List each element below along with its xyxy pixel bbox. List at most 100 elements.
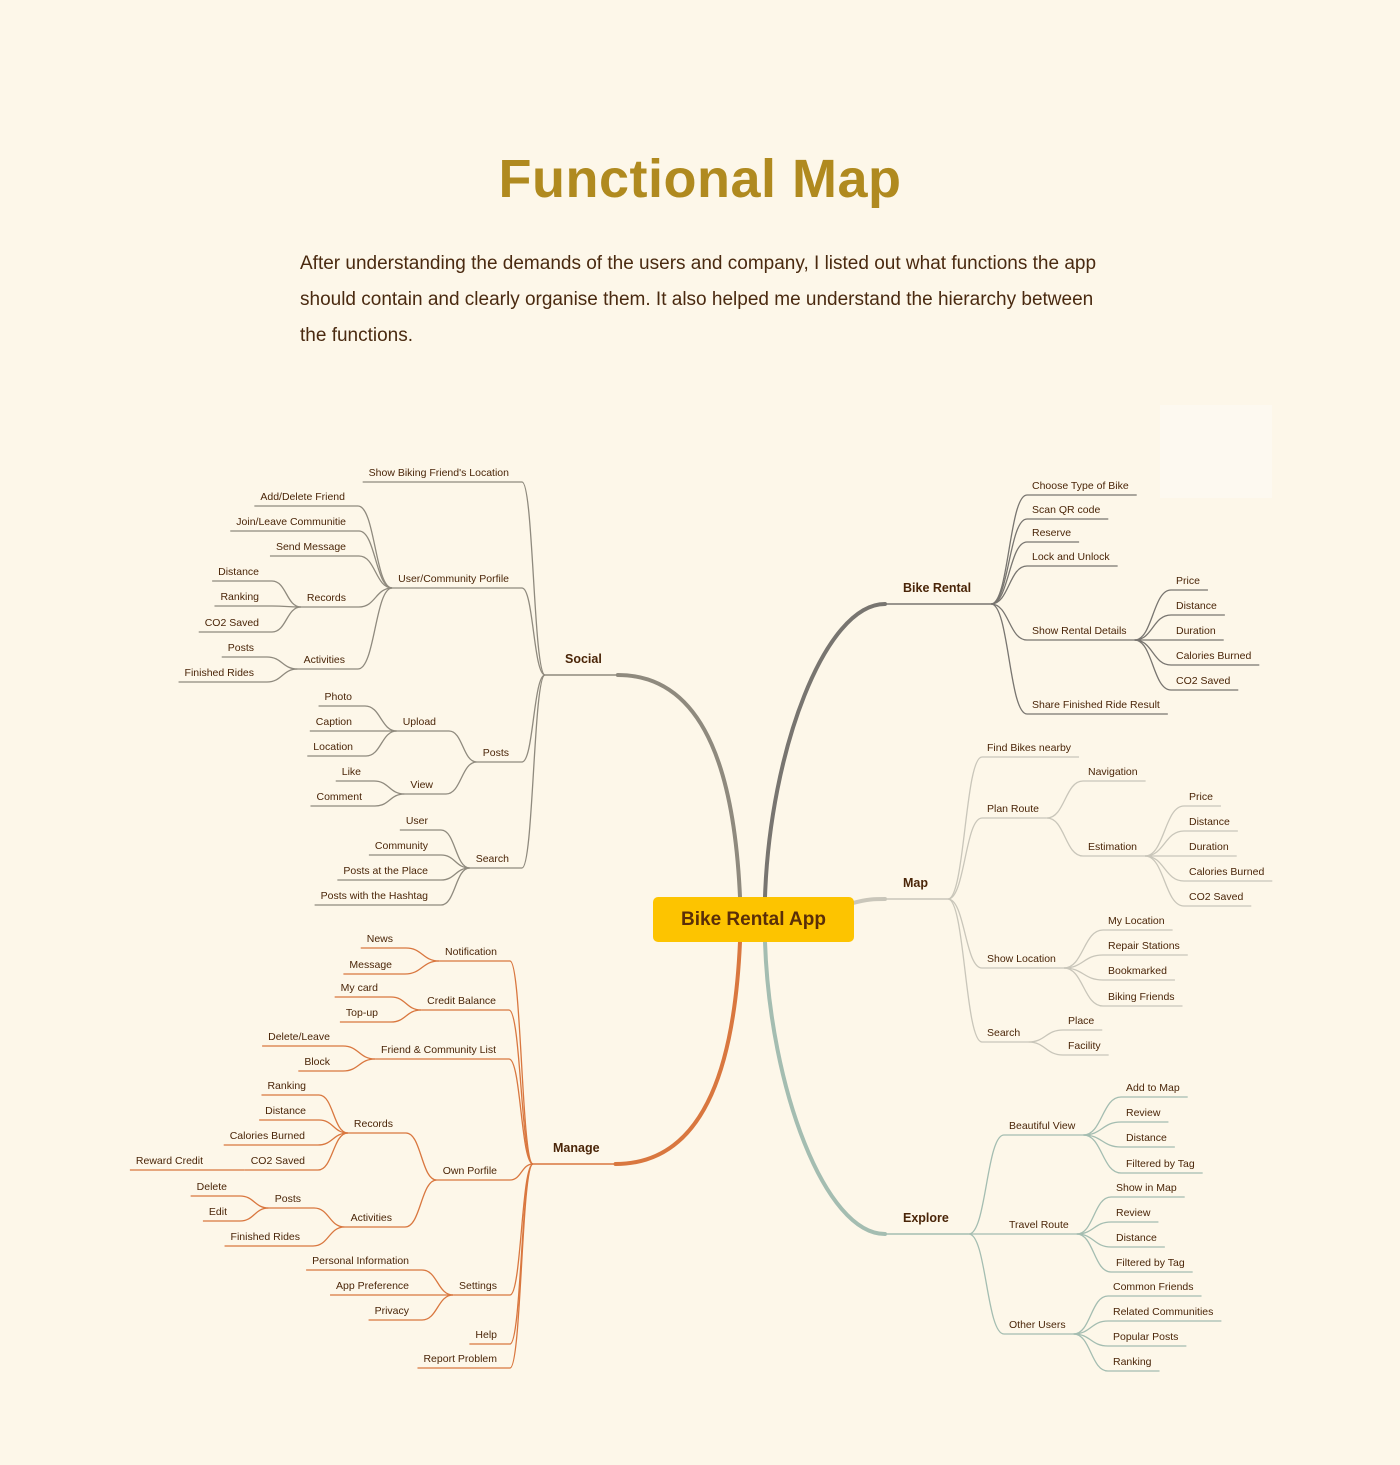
connector: [508, 1009, 534, 1165]
connector: [1134, 639, 1172, 666]
intro-paragraph: After understanding the demands of the u…: [300, 253, 1097, 346]
node-label-records: Records: [307, 592, 346, 604]
connector: [404, 960, 440, 975]
node-label-estimation: Estimation: [1088, 841, 1137, 853]
node-label-app-preference: App Preference: [336, 1280, 409, 1292]
node-label-navigation: Navigation: [1088, 766, 1138, 778]
connector: [1028, 1029, 1064, 1043]
connector: [266, 656, 298, 670]
node-label-location: Location: [313, 741, 353, 753]
node-label-upload: Upload: [403, 716, 436, 728]
connector: [1046, 780, 1084, 819]
node-label-friend-community-list: Friend & Community List: [381, 1044, 496, 1056]
connector: [521, 674, 546, 763]
connector: [405, 1132, 437, 1181]
node-label-reward-credit: Reward Credit: [136, 1155, 203, 1167]
connector: [968, 1134, 1005, 1235]
connector: [448, 730, 477, 763]
connector: [358, 530, 393, 589]
connector: [1134, 589, 1172, 641]
connector: [521, 481, 546, 676]
node-label-posts: Posts: [228, 642, 254, 654]
node-label-like: Like: [342, 766, 361, 778]
connector: [1073, 1295, 1109, 1335]
node-label-co2-saved: CO2 Saved: [1189, 891, 1243, 903]
node-label-bookmarked: Bookmarked: [1108, 965, 1167, 977]
node-label-calories-burned: Calories Burned: [230, 1130, 305, 1142]
node-label-popular-posts: Popular Posts: [1113, 1331, 1178, 1343]
connector: [239, 1207, 269, 1222]
node-label-top-up: Top-up: [346, 1007, 378, 1019]
connector: [947, 898, 983, 969]
node-label-price: Price: [1176, 575, 1200, 587]
node-label-block: Block: [304, 1056, 330, 1068]
node-label-posts-at-the-place: Posts at the Place: [343, 865, 428, 877]
node-label-scan-qr-code: Scan QR code: [1032, 504, 1100, 516]
connector: [947, 756, 983, 900]
connector: [342, 1058, 376, 1072]
trunk-explore: [763, 940, 887, 1236]
node-label-calories-burned: Calories Burned: [1176, 650, 1251, 662]
connector: [313, 1207, 345, 1228]
node-label-activities: Activities: [351, 1212, 392, 1224]
node-label-view: View: [410, 779, 433, 791]
connector: [1063, 967, 1104, 1007]
trunk-map: [851, 897, 887, 905]
page-title: Functional Map: [498, 149, 902, 209]
branch-label-map: Map: [903, 876, 928, 890]
node-label-distance: Distance: [265, 1105, 306, 1117]
node-label-settings: Settings: [459, 1280, 497, 1292]
node-label-ranking: Ranking: [220, 591, 259, 603]
connector: [509, 1163, 534, 1369]
node-label-biking-friends: Biking Friends: [1108, 991, 1175, 1003]
node-label-caption: Caption: [316, 716, 352, 728]
root-node-label: Bike Rental App: [681, 908, 826, 930]
node-label-comment: Comment: [316, 791, 362, 803]
node-label-posts: Posts: [275, 1193, 301, 1205]
node-label-co2-saved: CO2 Saved: [1176, 675, 1230, 687]
connector: [318, 1094, 349, 1134]
node-label-place: Place: [1068, 1015, 1094, 1027]
node-label-edit: Edit: [209, 1206, 227, 1218]
node-label-review: Review: [1126, 1107, 1161, 1119]
node-label-choose-type-of-bike: Choose Type of Bike: [1032, 480, 1129, 492]
connector: [390, 996, 422, 1011]
node-label-find-bikes-nearby: Find Bikes nearby: [987, 742, 1072, 754]
connector: [1144, 830, 1185, 857]
connector: [509, 1163, 534, 1181]
node-label-common-friends: Common Friends: [1113, 1281, 1194, 1293]
connector: [990, 565, 1028, 605]
node-label-credit-balance: Credit Balance: [427, 995, 496, 1007]
connectors: [129, 481, 1273, 1372]
connector: [1076, 1196, 1112, 1235]
connector: [1083, 1096, 1122, 1136]
connector: [421, 1294, 454, 1321]
connector: [239, 1195, 269, 1209]
node-label-co2-saved: CO2 Saved: [205, 617, 259, 629]
node-label-filtered-by-tag: Filtered by Tag: [1126, 1158, 1195, 1170]
connector: [357, 505, 393, 589]
connector: [990, 518, 1028, 605]
connector: [421, 1269, 454, 1296]
node-label-send-message: Send Message: [276, 541, 346, 553]
node-label-distance: Distance: [1126, 1132, 1167, 1144]
node-label-calories-burned: Calories Burned: [1189, 866, 1264, 878]
node-label-my-location: My Location: [1108, 915, 1165, 927]
connector: [1134, 639, 1172, 691]
connector: [271, 580, 301, 608]
connector: [1073, 1333, 1109, 1372]
node-label-lock-and-unlock: Lock and Unlock: [1032, 551, 1110, 563]
node-label-finished-rides: Finished Rides: [231, 1231, 300, 1243]
node-label-duration: Duration: [1189, 841, 1229, 853]
node-label-distance: Distance: [218, 566, 259, 578]
node-label-finished-rides: Finished Rides: [185, 667, 254, 679]
node-label-my-card: My card: [341, 982, 379, 994]
node-label-records: Records: [354, 1118, 393, 1130]
connector: [312, 1226, 345, 1247]
node-label-user-community-porfile: User/Community Porfile: [398, 573, 509, 585]
connector: [374, 793, 405, 807]
node-label-report-problem: Report Problem: [423, 1353, 497, 1365]
connector: [947, 817, 983, 900]
